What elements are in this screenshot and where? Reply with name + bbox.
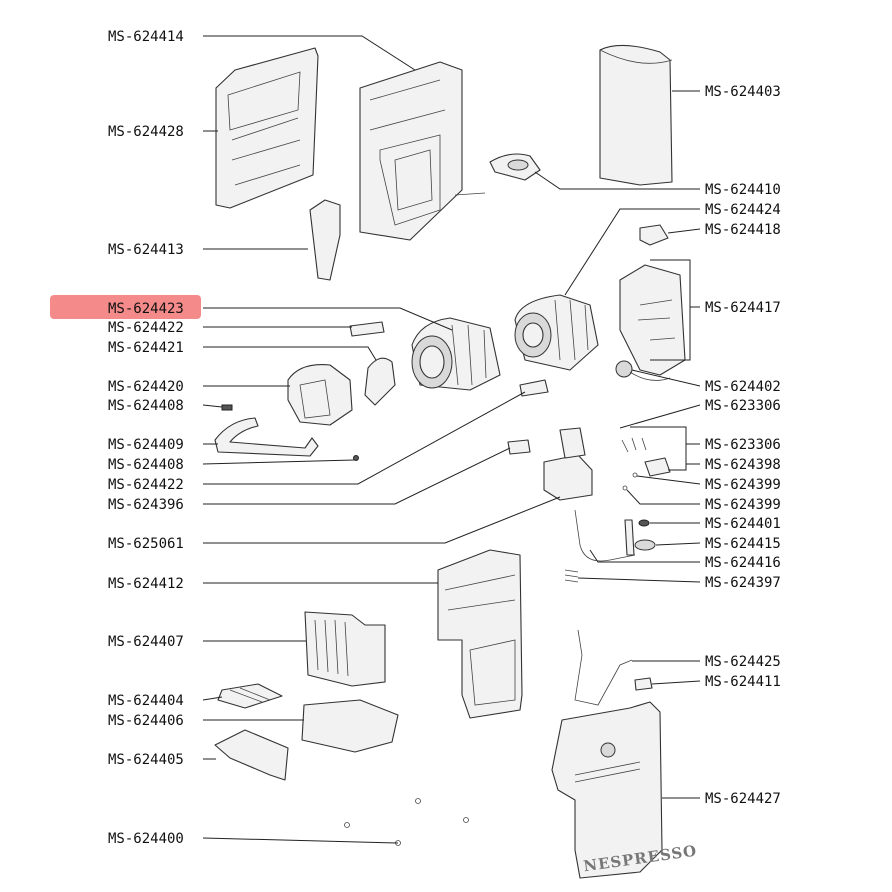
part-label-highlighted: MS-624423 <box>108 301 184 317</box>
part-label: MS-624427 <box>705 791 781 807</box>
part-label: MS-624420 <box>108 379 184 395</box>
part-label: MS-624418 <box>705 222 781 238</box>
part-label: MS-624413 <box>108 242 184 258</box>
highlight-box <box>50 295 201 319</box>
part-label: MS-624416 <box>705 555 781 571</box>
part-label: MS-624409 <box>108 437 184 453</box>
part-label: MS-624401 <box>705 516 781 532</box>
part-label: MS-624410 <box>705 182 781 198</box>
labels-left: MS-624414 MS-624428 MS-624413 MS-624423 … <box>108 29 184 847</box>
part-label: MS-624399 <box>705 497 781 513</box>
part-label: MS-623306 <box>705 398 781 414</box>
part-label: MS-624424 <box>705 202 781 218</box>
part-label: MS-624402 <box>705 379 781 395</box>
part-label: MS-624403 <box>705 84 781 100</box>
part-label: MS-624405 <box>108 752 184 768</box>
part-label: MS-624417 <box>705 300 781 316</box>
part-label: MS-624415 <box>705 536 781 552</box>
part-label: MS-625061 <box>108 536 184 552</box>
part-label: MS-624422 <box>108 320 184 336</box>
part-label: MS-624398 <box>705 457 781 473</box>
part-label: MS-624411 <box>705 674 781 690</box>
part-label: MS-624396 <box>108 497 184 513</box>
part-label: MS-624421 <box>108 340 184 356</box>
part-label: MS-624422 <box>108 477 184 493</box>
part-label: MS-623306 <box>705 437 781 453</box>
part-label: MS-624425 <box>705 654 781 670</box>
part-label: MS-624408 <box>108 457 184 473</box>
part-label: MS-624400 <box>108 831 184 847</box>
parts-drawings: NESPRESSO <box>214 44 698 879</box>
part-label: MS-624406 <box>108 713 184 729</box>
part-label: MS-624412 <box>108 576 184 592</box>
part-label: MS-624399 <box>705 477 781 493</box>
leader-lines <box>202 35 701 844</box>
part-label: MS-624404 <box>108 693 184 709</box>
labels-right: MS-624403 MS-624410 MS-624424 MS-624418 … <box>705 84 781 807</box>
part-label: MS-624407 <box>108 634 184 650</box>
part-label: MS-624397 <box>705 575 781 591</box>
part-label: MS-624408 <box>108 398 184 414</box>
part-label: MS-624414 <box>108 29 184 45</box>
part-label: MS-624428 <box>108 124 184 140</box>
